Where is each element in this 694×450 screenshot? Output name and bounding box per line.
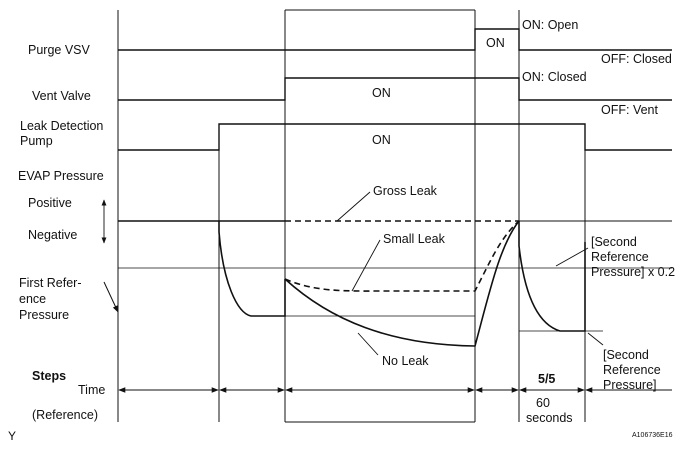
- purge-vsv-waveform: [118, 28, 672, 51]
- leak-pump-waveform: [118, 123, 672, 151]
- vent-on-label: ON: [372, 86, 391, 100]
- off-vent-label: OFF: Vent: [601, 103, 658, 117]
- first-ref-drop-curve: [218, 221, 286, 317]
- leak-pump-line: [118, 123, 672, 151]
- off-closed-label: OFF: Closed: [601, 52, 672, 66]
- positive-label: Positive: [28, 196, 72, 210]
- figure-code: A106736E16: [632, 432, 673, 439]
- first-ref-arrow: [103, 281, 119, 313]
- purge-on-label: ON: [486, 36, 505, 50]
- evap-pressure-label: EVAP Pressure: [18, 169, 104, 183]
- no-leak-curve: [284, 220, 520, 347]
- second-ref-x02-line1: [Second: [591, 235, 637, 249]
- negative-label: Negative: [28, 228, 77, 242]
- first-ref-label-line2: ence: [19, 292, 46, 306]
- curve-labels: Gross Leak Small Leak No Leak: [373, 184, 446, 368]
- small-leak-label: Small Leak: [383, 232, 446, 246]
- second-ref-x02-leader: [555, 247, 589, 267]
- steps-label: Steps: [32, 369, 66, 383]
- leak-pump-label-line1: Leak Detection: [20, 119, 103, 133]
- leader-lines: [101, 191, 604, 356]
- small-leak-curve: [284, 220, 520, 292]
- first-ref-label-line1: First Refer-: [19, 276, 82, 290]
- no-leak-label: No Leak: [382, 354, 429, 368]
- on-closed-label: ON: Closed: [522, 70, 587, 84]
- reference-label: (Reference): [32, 408, 98, 422]
- purge-vsv-line: [118, 28, 672, 51]
- step-boundaries: [117, 10, 586, 422]
- duration-value: 60: [536, 396, 550, 410]
- leak-pump-label-line2: Pump: [20, 134, 53, 148]
- small-leak-leader: [351, 239, 381, 292]
- corner-mark: Y: [8, 429, 16, 443]
- second-ref-x02-line3: Pressure] x 0.2: [591, 265, 675, 279]
- timeline-labels: Steps Time (Reference) 5/5 60 seconds: [32, 369, 573, 425]
- no-leak-leader: [357, 332, 379, 356]
- gross-leak-leader: [336, 191, 371, 222]
- second-ref-x02-line2: Reference: [591, 250, 649, 264]
- second-ref-p-line1: [Second: [603, 348, 649, 362]
- second-ref-p-line3: Pressure]: [603, 378, 657, 392]
- second-ref-curve: [518, 221, 586, 332]
- duration-unit: seconds: [526, 411, 573, 425]
- purge-vsv-label: Purge VSV: [28, 43, 91, 57]
- state-labels: ON ON ON ON: Open OFF: Closed ON: Closed…: [372, 18, 672, 147]
- second-ref-leader: [587, 332, 604, 346]
- step-5-5-label: 5/5: [538, 372, 555, 386]
- gross-leak-label: Gross Leak: [373, 184, 438, 198]
- second-ref-p-line2: Reference: [603, 363, 661, 377]
- pressure-curves: [218, 220, 586, 347]
- first-ref-label-line3: Pressure: [19, 308, 69, 322]
- vent-valve-waveform: [118, 77, 672, 101]
- vent-valve-line: [118, 77, 672, 101]
- on-open-label: ON: Open: [522, 18, 578, 32]
- time-label: Time: [78, 383, 105, 397]
- signal-labels: Purge VSV Vent Valve Leak Detection Pump…: [18, 43, 104, 322]
- vent-valve-label: Vent Valve: [32, 89, 91, 103]
- second-ref-labels: [Second Reference Pressure] x 0.2 [Secon…: [591, 235, 675, 392]
- pump-on-label: ON: [372, 133, 391, 147]
